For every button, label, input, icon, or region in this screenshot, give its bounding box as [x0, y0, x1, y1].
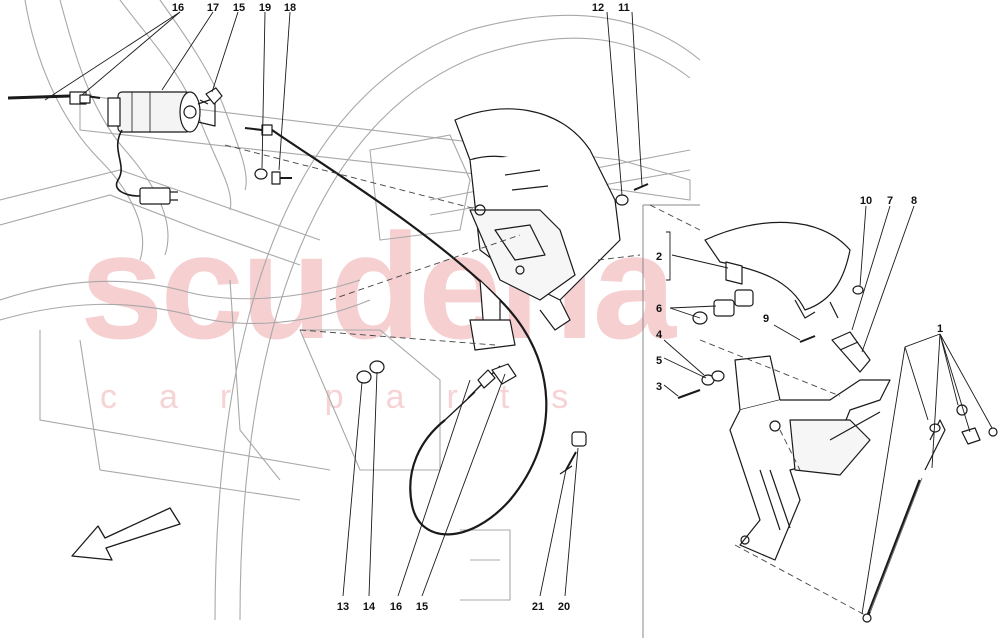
- callout-12: 12: [592, 2, 604, 14]
- callout-13: 13: [337, 601, 349, 613]
- callout-15-top: 15: [233, 2, 245, 14]
- right-cover-assembly: [692, 221, 871, 373]
- callout-16-top: 16: [172, 2, 184, 14]
- leader-lines: [44, 11, 993, 615]
- callout-14: 14: [363, 601, 376, 613]
- main-parts: [7, 87, 998, 623]
- callout-6: 6: [656, 303, 662, 315]
- watermark-subtitle: car parts: [100, 378, 610, 416]
- callout-16-bottom: 16: [390, 601, 402, 613]
- callout-11: 11: [618, 2, 630, 14]
- actuator-motor: [107, 91, 216, 133]
- callout-8: 8: [911, 195, 917, 207]
- callout-10: 10: [860, 195, 872, 207]
- callout-17: 17: [207, 2, 219, 14]
- arrow-icon: [71, 507, 181, 561]
- callout-4: 4: [656, 329, 663, 341]
- callout-5: 5: [656, 355, 662, 367]
- callout-18: 18: [284, 2, 296, 14]
- callout-20: 20: [558, 601, 570, 613]
- callout-3: 3: [656, 381, 662, 393]
- callout-19: 19: [259, 2, 271, 14]
- callout-2: 2: [656, 251, 662, 263]
- callout-21: 21: [532, 601, 544, 613]
- center-hinge-assembly: [454, 108, 621, 351]
- callout-labels: 16 17 15 19 18 12 11 10 7 8 2 6 9 4 1 5 …: [172, 2, 943, 613]
- callout-1: 1: [937, 323, 943, 335]
- sub-assembly-frame: [642, 204, 700, 638]
- callout-7: 7: [887, 195, 893, 207]
- right-main-bracket: [729, 355, 891, 561]
- callout-9: 9: [763, 313, 769, 325]
- callout-15-bottom: 15: [416, 601, 428, 613]
- assembly-guides: [224, 144, 866, 616]
